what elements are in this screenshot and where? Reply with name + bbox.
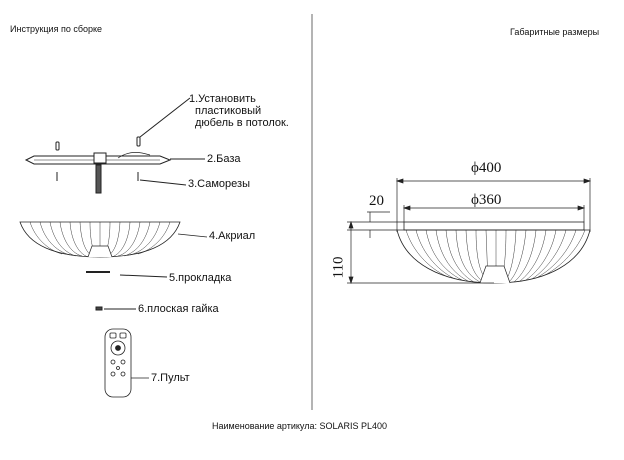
step-3-label: 3.Саморезы (188, 178, 250, 190)
step-7-label: 7.Пульт (151, 372, 190, 384)
base-plate-icon (24, 152, 205, 165)
step-5-label: 5.прокладка (169, 272, 232, 284)
step-1-line-3: дюбель в потолок. (195, 117, 289, 129)
remote-control-icon (104, 328, 149, 398)
rim-height-label: 20 (369, 193, 384, 209)
step-1-label: 1.Установить пластиковый дюбель в потоло… (189, 93, 289, 129)
step-1-line-2: пластиковый (195, 105, 262, 117)
step-1-number: 1 (189, 93, 196, 105)
fixture-side-view (396, 221, 591, 284)
dimensions-title: Габаритные размеры (510, 27, 600, 37)
step-2-label: 2.База (207, 153, 241, 165)
article-name-footer: Наименование артикула: SOLARIS PL400 (212, 421, 387, 431)
flat-nut-icon (95, 306, 136, 311)
step-6-label: 6.плоская гайка (138, 303, 219, 315)
dowel-icon (55, 97, 191, 151)
outer-diameter-label: ϕ400 (471, 160, 502, 176)
acrylic-shade-icon (19, 221, 208, 258)
step-1-line-1: .Установить (195, 93, 256, 105)
inner-diameter-label: ϕ360 (471, 192, 502, 208)
assembly-instructions-title: Инструкция по сборке (10, 24, 103, 34)
screw-icon (56, 164, 187, 194)
step-4-label: 4.Акриал (209, 230, 256, 242)
dimension-lines (347, 178, 592, 285)
gasket-icon (86, 271, 168, 278)
